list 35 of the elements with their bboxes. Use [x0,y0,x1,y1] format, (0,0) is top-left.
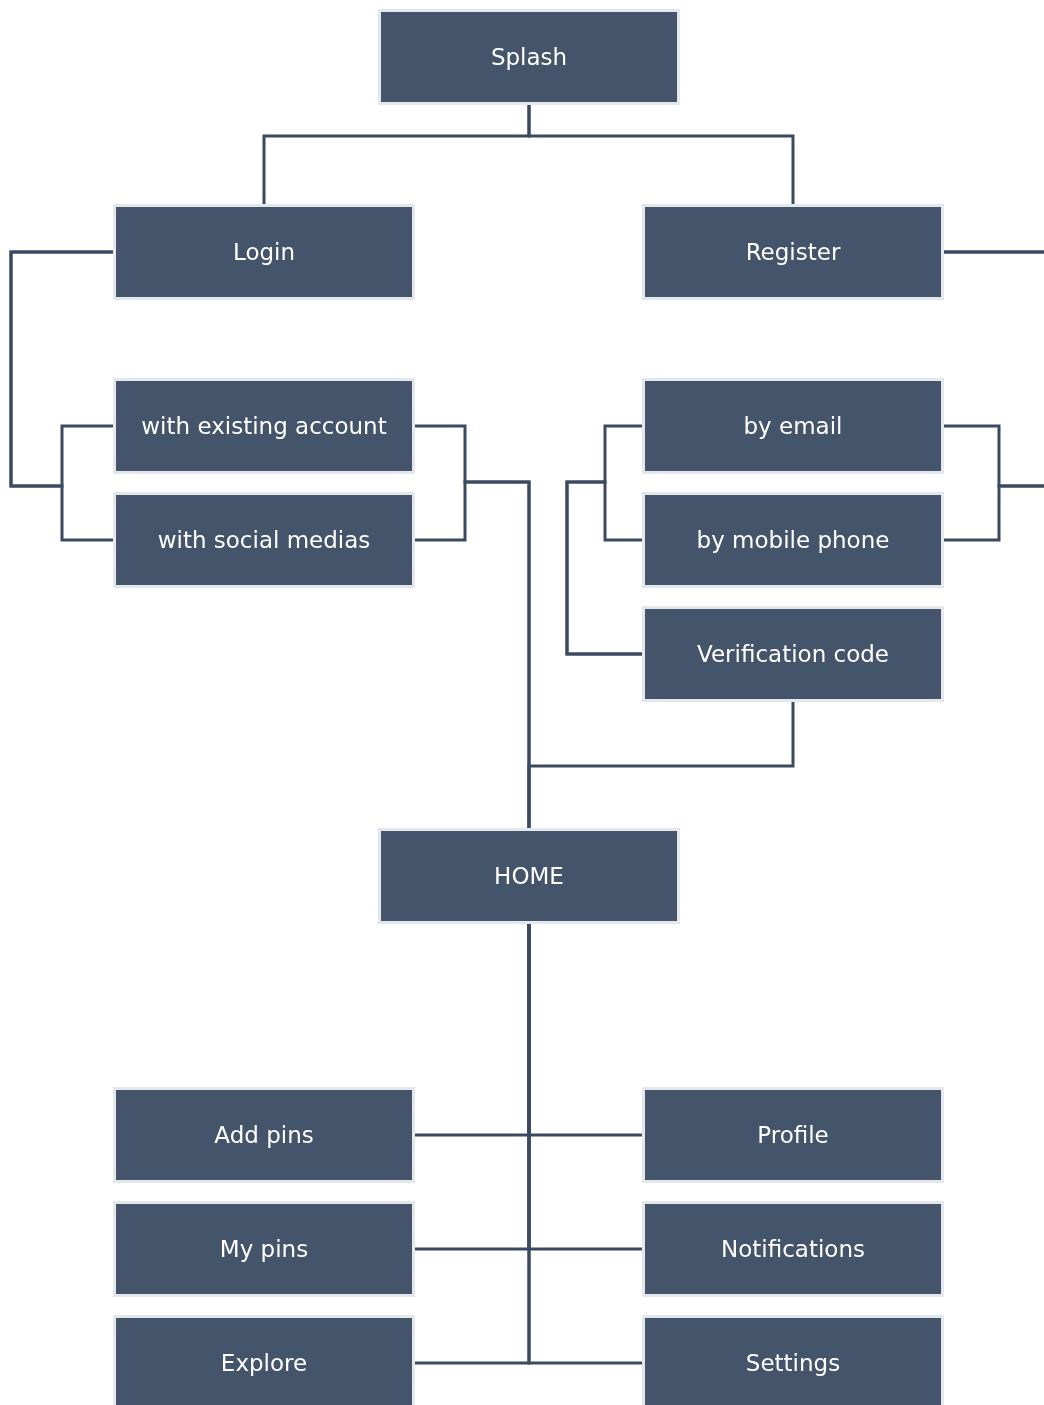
screen-label: Add pins [213,1122,315,1148]
screen-label: Login [231,239,297,265]
screen-box [642,1087,944,1183]
screen-box [642,378,944,474]
screen-box [642,1315,944,1405]
screen-label: Notifications [720,1236,866,1262]
screen-label: by email [742,413,844,439]
screen-box [378,9,680,105]
screen-label: by mobile phone [695,527,891,553]
screen-box [642,1201,944,1297]
screen-box [642,606,944,702]
connector-line [527,105,795,204]
connector-line [565,480,642,656]
screen-box [642,204,944,300]
screen-label: with social medias [156,527,372,553]
screen-label: Register [744,239,842,265]
screen-box [642,492,944,588]
screen-label: HOME [493,863,565,889]
screen-box [113,378,415,474]
screen-box [113,1315,415,1405]
screen-box [378,828,680,924]
connector-line [944,250,1044,542]
screen-box [113,1201,415,1297]
screen-box [113,1087,415,1183]
connector-line [9,250,113,542]
screen-box [113,204,415,300]
screen-label: Verification code [696,641,890,667]
screen-label: Settings [744,1350,842,1376]
screen-label: with existing account [140,413,388,439]
connector-line [527,702,795,828]
screen-label: Profile [756,1122,830,1148]
screen-label: My pins [218,1236,310,1262]
screen-label: Explore [219,1350,309,1376]
screen-box [113,492,415,588]
screen-label: Splash [489,44,569,70]
